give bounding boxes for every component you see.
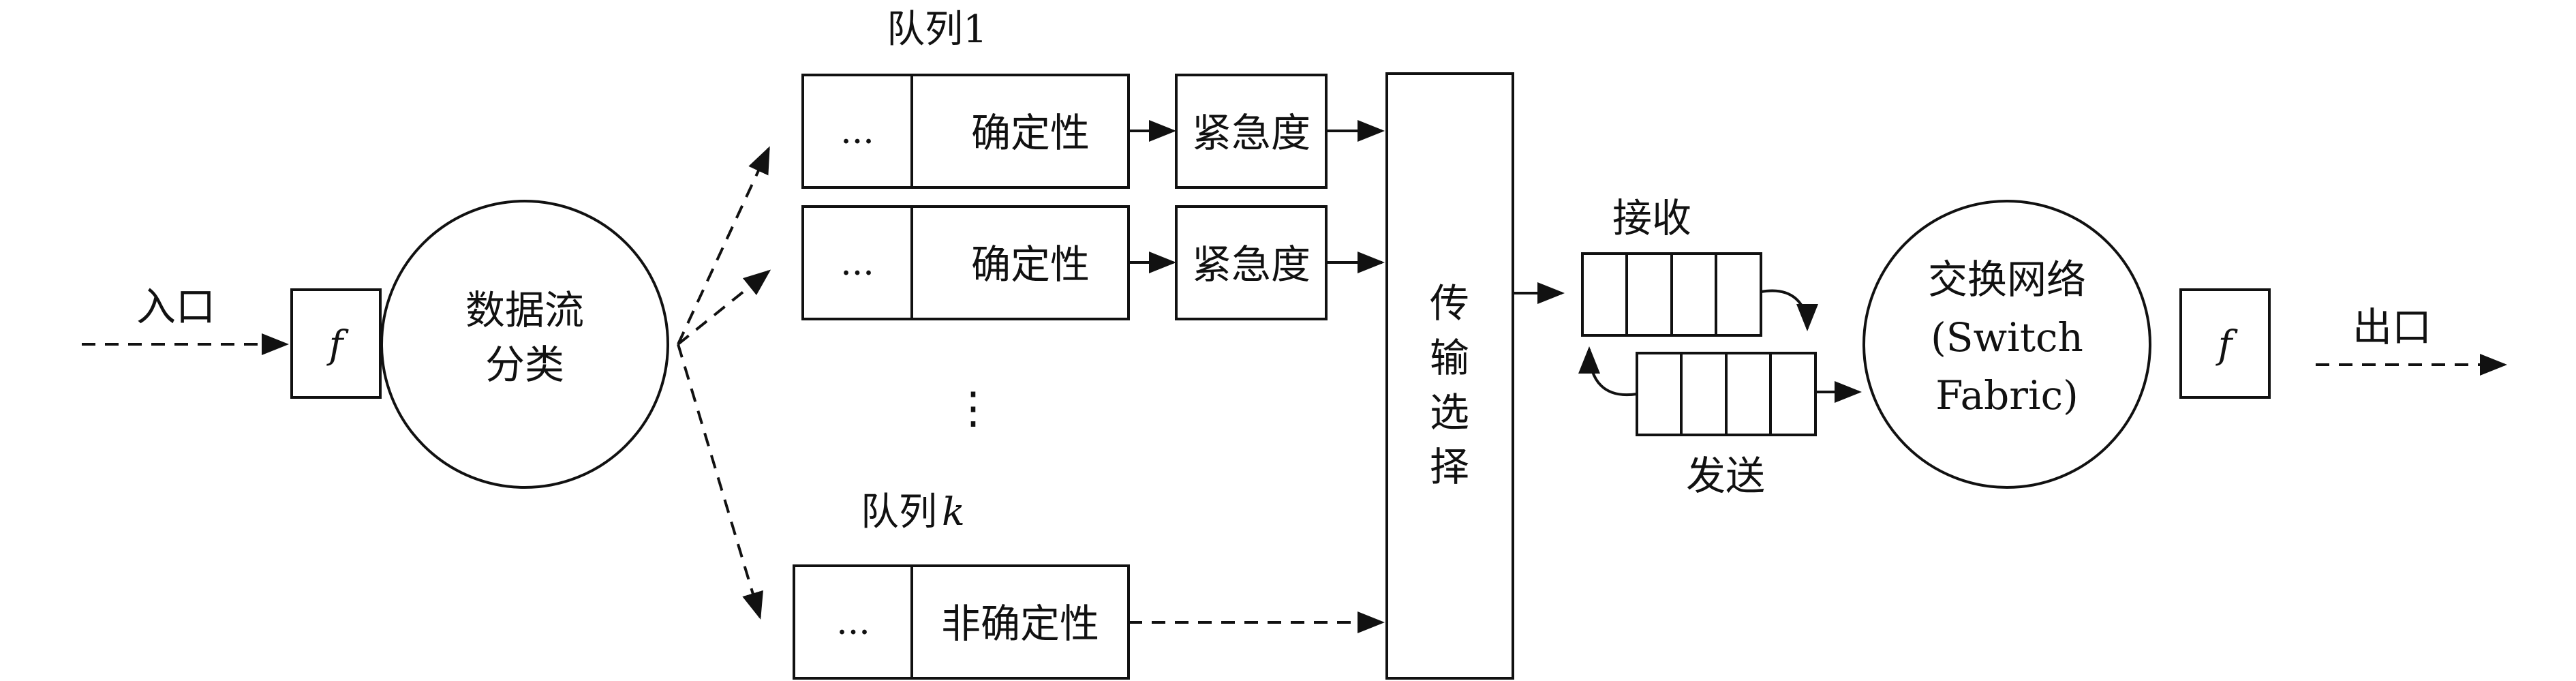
selector-char-3: 选 (1430, 389, 1469, 436)
receive-label: 接收 (1612, 195, 1691, 241)
entrance-f-symbol: f (326, 323, 350, 367)
exit-label: 出口 (2352, 304, 2432, 350)
queue1-row1-label: 确定性 (971, 110, 1090, 156)
queuek-label: 非确定性 (941, 601, 1099, 647)
classifier-circle (380, 200, 669, 489)
switch-text-line3: Fabric) (1935, 372, 2078, 419)
selector-char-1: 传 (1430, 280, 1469, 327)
queue1-title: 队列1 (887, 7, 987, 52)
selector-char-2: 输 (1430, 335, 1469, 381)
receive-curved-arrow (1760, 289, 1818, 331)
entrance-f-box (290, 288, 382, 399)
queuek-dots: ... (836, 602, 870, 643)
queuek-title-prefix: 队列 (861, 490, 937, 534)
entrance-label: 入口 (136, 284, 215, 330)
queue1-row2-urgency-label: 紧急度 (1192, 241, 1310, 288)
queue1-row1-dots: ... (840, 111, 874, 152)
vertical-dots: ⋮ (951, 383, 995, 434)
switch-text-line2: (Switch (1931, 314, 2083, 361)
switch-text-line1: 交换网络 (1928, 256, 2086, 303)
classifier-text-line2: 分类 (485, 342, 564, 388)
queue1-row2-dots: ... (840, 243, 874, 284)
fanout-arrow-queue1-row2 (677, 269, 771, 346)
classifier-text-line1: 数据流 (465, 287, 584, 333)
queue1-row1-urgency-label: 紧急度 (1192, 110, 1310, 156)
send-label: 发送 (1686, 453, 1765, 499)
send-curved-arrow (1578, 346, 1638, 397)
switch-fabric-circle (1862, 200, 2151, 489)
queuek-title-var: k (942, 490, 965, 534)
exit-f-symbol: f (2215, 323, 2239, 367)
transmission-selector-box (1385, 72, 1514, 680)
fanout-arrow-queuek (677, 344, 763, 620)
selector-char-4: 择 (1430, 444, 1469, 490)
queue1-row2-label: 确定性 (971, 241, 1090, 288)
exit-f-box (2179, 288, 2271, 399)
fanout-arrow-queue1-row1 (677, 146, 770, 345)
